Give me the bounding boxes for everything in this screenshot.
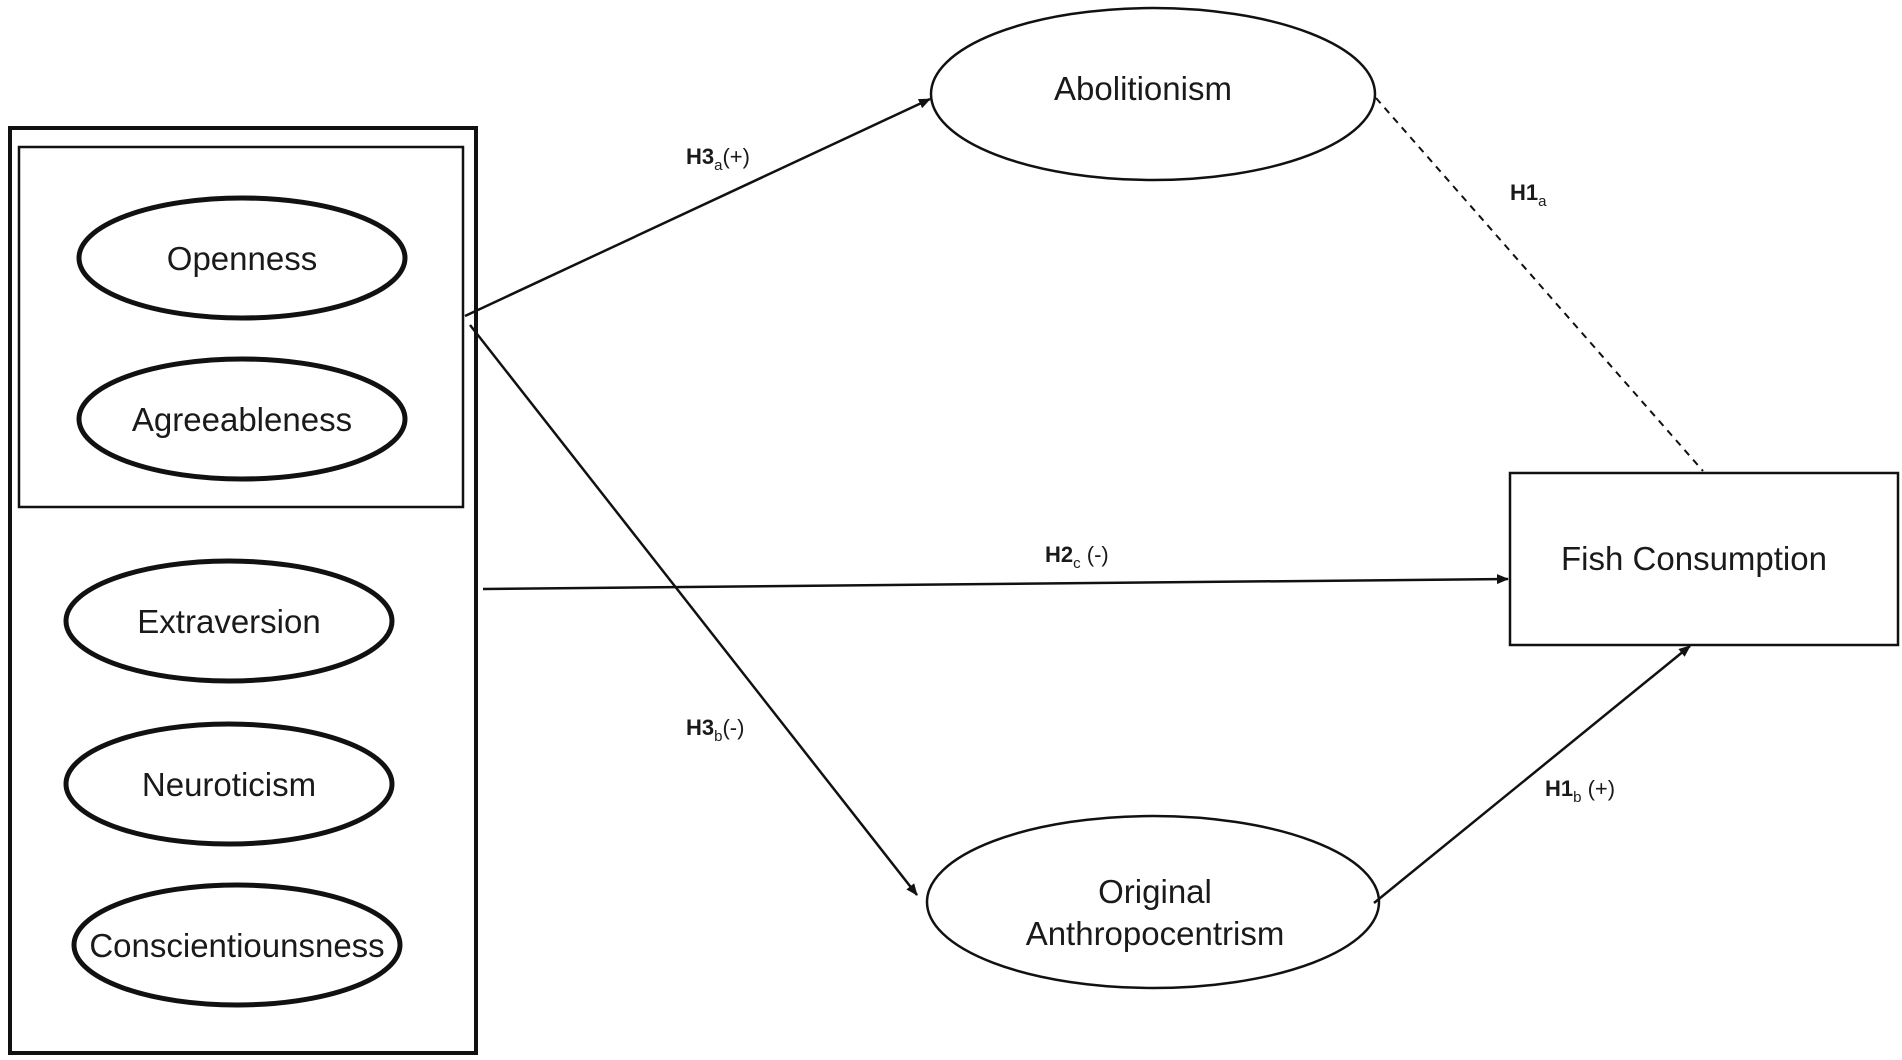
- agreeableness-label: Agreeableness: [132, 401, 352, 438]
- edge-label-h3a-code: H3: [686, 144, 714, 169]
- fish-consumption-node: Fish Consumption: [1508, 471, 1900, 647]
- original-anthropocentrism-node: Original Anthropocentrism: [925, 814, 1381, 990]
- edge-label-h1b: H1b (+): [1545, 776, 1615, 806]
- original-anthropocentrism-label-line2: Anthropocentrism: [1026, 915, 1285, 952]
- fish-consumption-label: Fish Consumption: [1561, 540, 1827, 577]
- edge-label-h1a-code: H1: [1510, 180, 1538, 205]
- extraversion-node: Extraversion: [63, 558, 395, 684]
- extraversion-label: Extraversion: [137, 603, 320, 640]
- agreeableness-node: Agreeableness: [76, 356, 408, 482]
- edge-label-h1a: H1a: [1510, 180, 1547, 210]
- conscientiousness-label: Conscientiounsness: [89, 927, 384, 964]
- original-anthropocentrism-label-line1: Original: [1098, 873, 1212, 910]
- edge-label-h2c-sign: (-): [1081, 542, 1109, 567]
- edge-label-h2c-sub: c: [1073, 555, 1081, 572]
- abolitionism-node: Abolitionism: [929, 6, 1377, 182]
- edge-label-h3a-sub: a: [714, 157, 723, 174]
- edge-h3a-arrow: [464, 97, 931, 318]
- edge-label-h1b-sign: (+): [1581, 776, 1615, 801]
- edge-h1b-arrow: [1373, 645, 1691, 904]
- openness-node: Openness: [76, 195, 408, 321]
- edge-h1a-dashed: [1375, 97, 1704, 472]
- conscientiousness-node: Conscientiounsness: [71, 882, 403, 1008]
- neuroticism-node: Neuroticism: [63, 721, 395, 847]
- edge-label-h1b-code: H1: [1545, 776, 1573, 801]
- edge-h2c-arrow: [482, 574, 1509, 591]
- openness-agreeableness-group-box: [17, 145, 465, 509]
- edge-label-h3b-code: H3: [686, 715, 714, 740]
- edge-label-h3b: H3b(-): [686, 715, 744, 745]
- openness-label: Openness: [167, 240, 317, 277]
- edge-label-h3a: H3a(+): [686, 144, 750, 174]
- edge-label-h1b-sub: b: [1573, 789, 1581, 806]
- edge-label-h3a-sign: (+): [722, 144, 750, 169]
- neuroticism-label: Neuroticism: [142, 766, 316, 803]
- edge-label-h3b-sub: b: [714, 728, 722, 745]
- edge-label-h1a-sub: a: [1538, 193, 1547, 210]
- abolitionism-label: Abolitionism: [1054, 70, 1232, 107]
- edge-label-h3b-sign: (-): [722, 715, 744, 740]
- edge-h3b-arrow: [469, 324, 918, 896]
- edge-label-h2c: H2c (-): [1045, 542, 1109, 572]
- edge-label-h2c-code: H2: [1045, 542, 1073, 567]
- personality-traits-box: [8, 126, 478, 1055]
